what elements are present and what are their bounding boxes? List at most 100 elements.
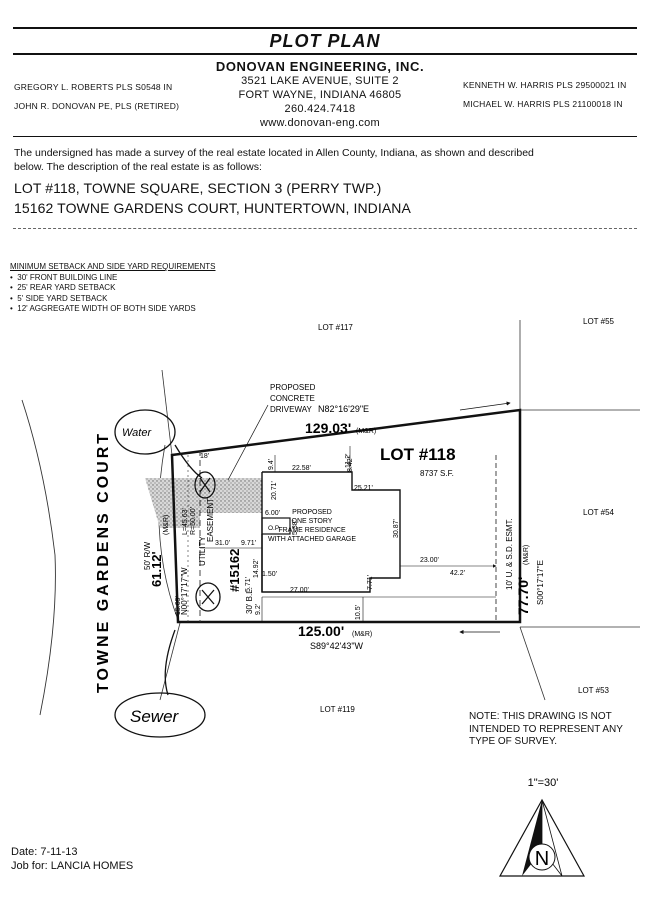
cul-de-sac-arc [158, 444, 179, 621]
street-edge [21, 399, 56, 716]
top-mr: (M&R) [356, 428, 376, 435]
lot-area: 8737 S.F. [420, 469, 454, 478]
dim-27-00: 27.00' [290, 587, 309, 594]
adjacent-lot-54: LOT #54 [583, 508, 615, 517]
north-arrow: N [498, 798, 586, 877]
dim-8-42: 8.42' [347, 457, 354, 472]
left-mr: (M&R) [163, 515, 170, 535]
driveway-label-1: PROPOSED [270, 383, 316, 392]
nbr-line-e [159, 622, 181, 701]
adjacent-lot-53: LOT #53 [578, 686, 610, 695]
right-surveyors: KENNETH W. HARRIS PLS 29500021 IN MICHAE… [463, 76, 626, 114]
residence-label-1: PROPOSED [292, 509, 332, 516]
utility-label: UTILITY [198, 536, 207, 566]
house-footprint [261, 471, 401, 593]
firm-phone: 260.424.7418 [284, 103, 356, 115]
dim-18: 18' [200, 453, 209, 460]
footer-job: Job for: LANCIA HOMES [11, 860, 134, 872]
dim-25-21: 25.21' [354, 485, 373, 492]
sewer-circle [114, 692, 206, 738]
surveyor-4: MICHAEL W. HARRIS PLS 21100018 IN [463, 99, 623, 109]
firm-address2: FORT WAYNE, INDIANA 46805 [238, 89, 402, 101]
intro-line-1: The undersigned has made a survey of the… [14, 147, 534, 159]
req-item-4: • 12' AGGREGATE WIDTH OF BOTH SIDE YARDS [10, 304, 196, 313]
left-distance: 61.12' [149, 551, 164, 587]
intro-text: The undersigned has made a survey of the… [14, 146, 534, 174]
dim-15-69: 15.69' [175, 596, 182, 615]
water-connector [174, 444, 203, 479]
note-line-3: TYPE OF SURVEY. [469, 736, 557, 747]
easement-label: EASEMENT [206, 498, 215, 542]
dim-20-71: 20.71' [271, 481, 278, 500]
intro-line-2: below. The description of the real estat… [14, 161, 262, 173]
right-bearing: S00°17'17"E [536, 560, 545, 605]
open-porch [261, 517, 291, 535]
dim-14-92: 14.92' [253, 559, 260, 578]
header-divider [13, 136, 637, 137]
right-mr: (M&R) [523, 545, 530, 565]
dim-42-2: 42.2' [450, 570, 465, 577]
dim-5-38: 5.38' [292, 520, 299, 535]
dim-6-00: 6.00' [265, 510, 280, 517]
dim-30-87: 30.87' [393, 519, 400, 538]
left-surveyors: GREGORY L. ROBERTS PLS S0548 IN JOHN R. … [14, 78, 179, 116]
dim-9-2: 9.2' [255, 604, 262, 615]
dim-31-0: 31.0' [215, 540, 230, 547]
adjacent-lot-55: LOT #55 [583, 317, 615, 326]
survey-note: NOTE: THIS DRAWING IS NOT INTENDED TO RE… [469, 711, 623, 749]
bottom-distance: 125.00' [298, 623, 344, 639]
top-bearing: N82°16'29"E [318, 404, 369, 414]
firm-block: DONOVAN ENGINEERING, INC. 3521 LAKE AVEN… [190, 60, 450, 130]
lot-line: LOT #118, TOWNE SQUARE, SECTION 3 (PERRY… [14, 180, 382, 196]
house-number: #15162 [227, 549, 242, 592]
legal-description: LOT #118, TOWNE SQUARE, SECTION 3 (PERRY… [14, 178, 411, 218]
firm-name: DONOVAN ENGINEERING, INC. [215, 59, 425, 74]
dimension-lines [200, 446, 497, 622]
note-line-1: NOTE: THIS DRAWING IS NOT [469, 711, 612, 722]
rear-easement-label: 10' U. & S.D. ESMT. [505, 518, 514, 590]
building-line-label: 30' B.L. [245, 587, 254, 614]
arc-radius: R=50.00' [190, 507, 197, 535]
neighbor-lot-lines [159, 320, 640, 701]
req-item-1: • 30' FRONT BUILDING LINE [10, 272, 118, 282]
scale-label: 1"=30' [528, 777, 559, 789]
section-divider [13, 228, 637, 229]
water-tap-circle [194, 471, 216, 499]
arc-length: L=45.63' [182, 508, 189, 535]
driveway-leader [227, 404, 269, 481]
req-item-2: • 25' REAR YARD SETBACK [10, 283, 116, 292]
dim-1-50: 1.50' [262, 571, 277, 578]
left-bearing: N00°17'17"W [180, 567, 189, 615]
dim-22-58: 22.58' [292, 465, 311, 472]
dim-10-5: 10.5' [355, 605, 362, 620]
adjacent-lot-117: LOT #117 [318, 323, 353, 332]
page-title: PLOT PLAN [269, 31, 381, 51]
water-x-mark [199, 477, 211, 493]
lot-label: LOT #118 [380, 445, 456, 464]
water-circle [114, 409, 176, 455]
lot-boundary [170, 408, 522, 624]
residence-label-4: WITH ATTACHED GARAGE [268, 536, 356, 543]
residence-label-2: ONE STORY [292, 518, 333, 525]
street-name: TOWNE GARDENS COURT [95, 431, 112, 693]
dim-23-00: 23.00' [420, 557, 439, 564]
surveyor-3: KENNETH W. HARRIS PLS 29500021 IN [463, 80, 627, 90]
dim-9-4: 9.4' [268, 459, 275, 470]
top-distance: 129.03' [305, 420, 351, 436]
driveway-label-2: CONCRETE [270, 394, 315, 403]
nbr-line-f [519, 626, 546, 701]
req-item-3: • 5' SIDE YARD SETBACK [10, 293, 108, 303]
bearing-arrows [459, 401, 511, 635]
row-label: 50' R/W [143, 541, 152, 570]
surveyor-1: GREGORY L. ROBERTS PLS S0548 IN [14, 82, 173, 92]
note-line-2: INTENDED TO REPRESENT ANY [469, 723, 623, 735]
sewer-tap-circle [195, 582, 221, 612]
handwritten-water: Water [122, 427, 152, 439]
driveway-label-3: DRIVEWAY [270, 405, 312, 414]
requirements-heading: MINIMUM SETBACK AND SIDE YARD REQUIREMEN… [10, 262, 216, 271]
handwritten-marks [114, 409, 221, 738]
handwritten-sewer: Sewer [130, 707, 180, 726]
address-line: 15162 TOWNE GARDENS COURT, HUNTERTOWN, I… [14, 200, 411, 216]
firm-website[interactable]: www.donovan-eng.com [259, 117, 381, 129]
sewer-connector [164, 629, 176, 696]
